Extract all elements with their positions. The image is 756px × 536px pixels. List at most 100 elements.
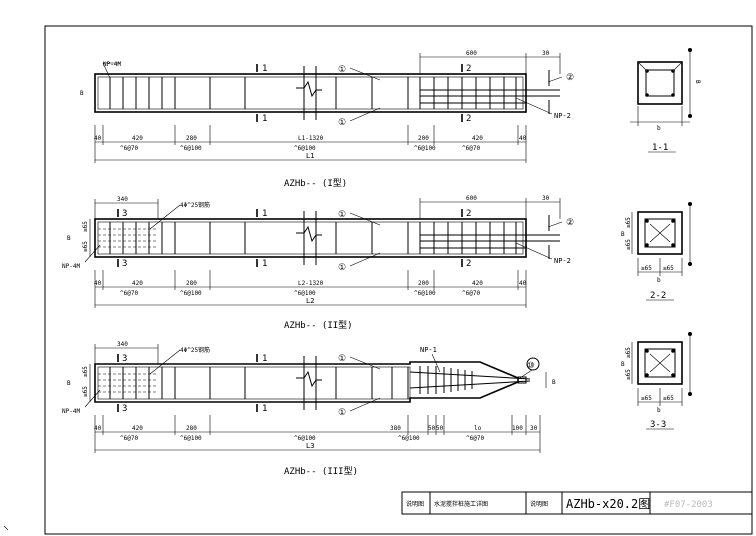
dim-top: 600: [466, 50, 477, 57]
section-3-bottom-b: ≥65: [663, 395, 674, 402]
section-2-caption: 2-2: [650, 291, 666, 301]
dim-2-0: ^6@70: [120, 145, 138, 152]
dim-2-2: ^6@100: [294, 435, 316, 442]
leader-2: ②: [566, 73, 574, 83]
section-1-caption: 1-1: [652, 143, 668, 153]
side-a: ≥65: [82, 221, 89, 232]
dim-1-0: 40: [94, 425, 102, 432]
section-2-bottom-a: ≥65: [641, 265, 652, 272]
leader-1-top: ①: [338, 354, 346, 364]
caption-2: AZHb-- (II型): [284, 320, 353, 331]
dim-1-6: 40: [519, 280, 527, 287]
section-1-height: B: [694, 80, 701, 84]
leader-1-bottom: ①: [338, 408, 346, 418]
section-3-side-b: ≥65: [625, 369, 632, 380]
sheet-frame: [3, 25, 753, 535]
dim-left: 340: [117, 341, 128, 348]
caption-3: AZHb-- (III型): [284, 466, 358, 477]
label-right: NP-2: [554, 112, 571, 120]
section-3-width: b: [657, 407, 661, 414]
dim-1-1: 420: [132, 280, 143, 287]
title-cell-1: 说明图: [406, 500, 424, 508]
side-a: ≥65: [82, 366, 89, 377]
sheet-number: #F07-2003: [664, 500, 713, 510]
dim-1-0: 40: [94, 280, 102, 287]
section-mark-1-top: 1: [262, 354, 267, 364]
section-mark-1-top: 1: [262, 64, 267, 74]
label-right: NP-2: [554, 257, 571, 265]
dim-2-2: ^6@100: [294, 290, 316, 297]
dim-1-5: 50: [436, 425, 444, 432]
title-block: 说明图 水泥搅拌桩施工详图 说明图 AZHb-x20.2图 #F07-2003: [401, 491, 753, 515]
pile-elevation-1: 1 1 2 2 ① ① ② NP-4M NP-2 B 600 30: [80, 50, 574, 189]
title-cell-2: 水泥搅拌桩施工详图: [434, 500, 488, 508]
dim-1-0: 40: [94, 135, 102, 142]
section-1-width: b: [657, 125, 661, 132]
section-3-bottom-a: ≥65: [641, 395, 652, 402]
marker-circle: [526, 357, 540, 371]
top-note: 4Φ^25钢筋: [180, 346, 210, 354]
leader-1-top: ①: [338, 65, 346, 75]
leader-10: ⑩: [527, 361, 535, 371]
dim-2-4: ^6@70: [462, 145, 480, 152]
section-mark-2-bottom: 2: [466, 259, 471, 269]
dim-2-2: ^6@100: [294, 145, 316, 152]
caption-1: AZHb-- (I型): [284, 178, 347, 189]
dim-2-0: ^6@70: [120, 290, 138, 297]
section-3-height: B: [621, 361, 625, 368]
dim-2-3: ^6@100: [414, 290, 436, 297]
dim-1-4: 200: [418, 280, 429, 287]
leader-1-bottom: ①: [338, 263, 346, 273]
dim-1-6: lo: [474, 425, 482, 432]
dim-1-2: 280: [186, 280, 197, 287]
section-mark-1-bottom: 1: [262, 114, 267, 124]
overall-length: L2: [306, 297, 314, 305]
dim-1-3: L2-1320: [298, 280, 324, 287]
section-2-side-a: ≥65: [625, 217, 632, 228]
dim-1-1: 420: [132, 135, 143, 142]
dim-1-1: 420: [132, 425, 143, 432]
dim-2-4: ^6@70: [462, 290, 480, 297]
section-3-3: ≥65 ≥65 B ≥65 ≥65 b 3-3: [621, 332, 692, 430]
dim-1-4: 200: [418, 135, 429, 142]
section-2-width: b: [657, 277, 661, 284]
label-height: B: [67, 380, 71, 387]
tip-label: B: [552, 379, 556, 386]
pile-elevation-2: 3 3 1 1 2 2 ① ① ② 4Φ^25钢筋 NP-4M NP-2 B ≥…: [62, 195, 574, 331]
dim-2-3: ^6@100: [398, 435, 420, 442]
dim-1-5: 420: [472, 280, 483, 287]
dim-2-1: ^6@100: [180, 290, 202, 297]
dim-1-7: 100: [512, 425, 523, 432]
section-mark-3-top: 3: [122, 354, 127, 364]
dim-2-1: ^6@100: [180, 435, 202, 442]
leader-1-top: ①: [338, 210, 346, 220]
section-2-height: B: [621, 231, 625, 238]
dim-end: 30: [542, 195, 550, 202]
side-b: ≥65: [82, 386, 89, 397]
section-2-side-b: ≥65: [625, 239, 632, 250]
side-b: ≥65: [82, 241, 89, 252]
dim-1-5: 420: [472, 135, 483, 142]
overall-length: L3: [306, 442, 314, 450]
dim-1-2: 280: [186, 425, 197, 432]
section-mark-2-top: 2: [466, 209, 471, 219]
dim-1-3: L1-1320: [298, 135, 324, 142]
dim-left: 340: [117, 196, 128, 203]
section-mark-2-bottom: 2: [466, 114, 471, 124]
section-mark-2-top: 2: [466, 64, 471, 74]
section-mark-3-top: 3: [122, 209, 127, 219]
section-3-side-a: ≥65: [625, 347, 632, 358]
dim-2-1: ^6@100: [180, 145, 202, 152]
section-3-caption: 3-3: [650, 420, 666, 430]
dim-1-3: 380: [390, 425, 401, 432]
section-2-bottom-b: ≥65: [663, 265, 674, 272]
section-mark-1-bottom: 1: [262, 404, 267, 414]
label-height: B: [67, 235, 71, 242]
leader-2: ②: [566, 218, 574, 228]
section-1-1: b B 1-1: [630, 48, 701, 153]
leader-1-bottom: ①: [338, 118, 346, 128]
label-mid: NP-1: [420, 346, 437, 354]
drawing-number: AZHb-x20.2图: [566, 497, 650, 511]
section-mark-1-top: 1: [262, 209, 267, 219]
